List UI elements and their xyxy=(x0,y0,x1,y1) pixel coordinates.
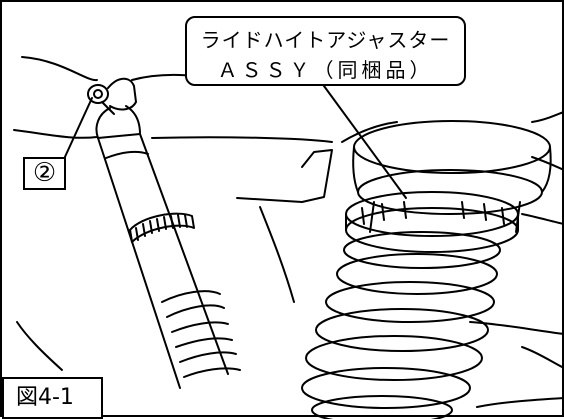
shock-clamp-ring xyxy=(129,212,195,243)
part-marker-2: ② xyxy=(23,157,66,190)
spring-seat xyxy=(352,120,552,233)
figure-label: 図4-1 xyxy=(2,377,103,419)
shock-absorber xyxy=(95,105,241,389)
marker-leader-line xyxy=(63,97,93,160)
part-callout: ライドハイトアジャスター ＡＳＳＹ（同梱品） xyxy=(185,16,466,86)
coil-spring xyxy=(301,231,501,419)
callout-line-1: ライドハイトアジャスター xyxy=(200,28,451,52)
chassis-outline xyxy=(13,56,564,408)
callout-line-2: ＡＳＳＹ（同梱品） xyxy=(217,58,434,82)
callout-leader-line xyxy=(323,85,407,199)
adjuster-lock-ring xyxy=(345,191,519,253)
